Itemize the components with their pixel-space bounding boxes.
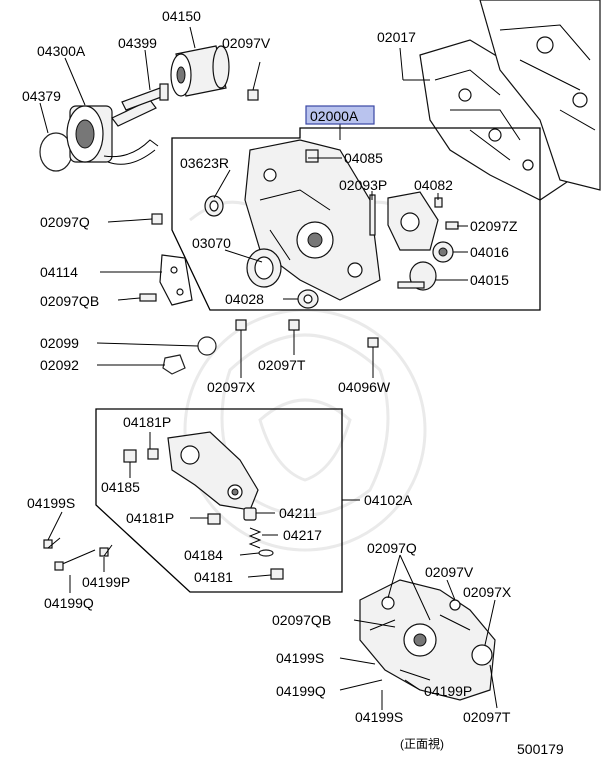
oil-filter-04150 (170, 45, 230, 97)
plug-04085 (305, 149, 319, 163)
bolt-04199Q-left (54, 549, 96, 571)
label-04199S-bot2: 04199S (355, 709, 403, 725)
gasket-04114 (159, 254, 193, 306)
label-04181P-mid: 04181P (126, 510, 174, 526)
label-04102A: 04102A (364, 492, 413, 508)
label-04199S-bot1: 04199S (276, 650, 324, 666)
view-note: (正面視) (400, 736, 444, 751)
gear-04016 (432, 241, 454, 263)
label-02097V-bot: 02097V (425, 564, 474, 580)
label-04199S-left: 04199S (27, 495, 75, 511)
leader-lines (39, 26, 498, 710)
gasket-02092 (162, 354, 186, 375)
bolt-02097X-mid (235, 319, 247, 331)
label-04015: 04015 (470, 272, 509, 288)
label-02099: 02099 (40, 335, 79, 351)
label-04096W: 04096W (338, 379, 391, 395)
o-ring-02099 (197, 336, 217, 356)
label-04016: 04016 (470, 244, 509, 260)
plug-04181-bot (270, 568, 284, 580)
sensor-04185 (123, 449, 137, 463)
label-04199Q-left: 04199Q (44, 595, 94, 611)
plug-04181P-top (147, 448, 159, 460)
label-04114: 04114 (40, 264, 78, 280)
label-02017: 02017 (377, 29, 416, 45)
label-04217: 04217 (283, 527, 322, 543)
label-02097T-bot: 02097T (463, 709, 511, 725)
label-04379: 04379 (22, 88, 61, 104)
plug-04181P-mid (207, 513, 221, 525)
label-04399: 04399 (118, 35, 157, 51)
oil-cooler-assembly (39, 83, 169, 172)
assembled-front-view (359, 579, 496, 701)
label-04181P-top: 04181P (123, 414, 171, 430)
label-02097X-mid: 02097X (207, 379, 256, 395)
gear-04015 (397, 261, 437, 291)
pump-cover (387, 191, 439, 251)
main-assembly-highlight (305, 105, 375, 125)
oil-seal-03623R (204, 195, 224, 217)
pin-02093P (369, 194, 376, 236)
label-02097Q-bot: 02097Q (367, 540, 417, 556)
label-02093P: 02093P (339, 177, 387, 193)
bolt-02097V-top (247, 61, 261, 101)
bolt-02097Z (445, 221, 459, 230)
bolt-02097Q-left (151, 213, 163, 225)
label-02097Z: 02097Z (470, 218, 518, 234)
label-04185: 04185 (101, 479, 140, 495)
diagram-number: 500179 (517, 741, 564, 757)
oil-seal-03070 (246, 248, 282, 288)
label-04211: 04211 (279, 505, 317, 521)
label-04300A: 04300A (37, 43, 86, 59)
bolt-04199P-left (99, 544, 113, 557)
bolt-02097QB-left (139, 293, 157, 302)
label-04150: 04150 (162, 8, 201, 24)
label-03070: 03070 (192, 235, 231, 251)
bolt-02097T-mid (288, 319, 300, 331)
bolt-04199S-left (43, 537, 61, 549)
label-04085: 04085 (344, 150, 383, 166)
label-02092: 02092 (40, 357, 79, 373)
gasket-04184 (258, 549, 274, 557)
group-box-04102A (95, 408, 343, 593)
valve-04211 (243, 507, 257, 521)
label-04199P-bot: 04199P (424, 683, 472, 699)
bolt-04096W (367, 337, 379, 348)
label-03623R: 03623R (180, 155, 229, 171)
timing-cover-02017 (419, 0, 601, 201)
label-04028: 04028 (225, 291, 264, 307)
oil-seal-04028 (297, 289, 319, 309)
label-02000A: 02000A (310, 108, 359, 124)
label-04181-bot: 04181 (194, 569, 233, 585)
label-04199Q-bot: 04199Q (276, 683, 326, 699)
label-04199P-left: 04199P (82, 574, 130, 590)
filter-bracket (167, 431, 259, 511)
spring-04217 (248, 527, 262, 549)
label-02097X-bot: 02097X (463, 584, 512, 600)
label-04184: 04184 (184, 547, 223, 563)
label-02097V-top: 02097V (222, 35, 271, 51)
label-04082: 04082 (414, 177, 453, 193)
group-box-02000A (171, 127, 541, 311)
part-labels: 04150 04300A 04399 02097V 02017 04379 02… (22, 8, 564, 757)
label-02097QB-bot: 02097QB (272, 612, 331, 628)
label-02097T-mid: 02097T (258, 357, 306, 373)
label-02097Q-left: 02097Q (40, 214, 90, 230)
label-02097QB-left: 02097QB (40, 293, 99, 309)
